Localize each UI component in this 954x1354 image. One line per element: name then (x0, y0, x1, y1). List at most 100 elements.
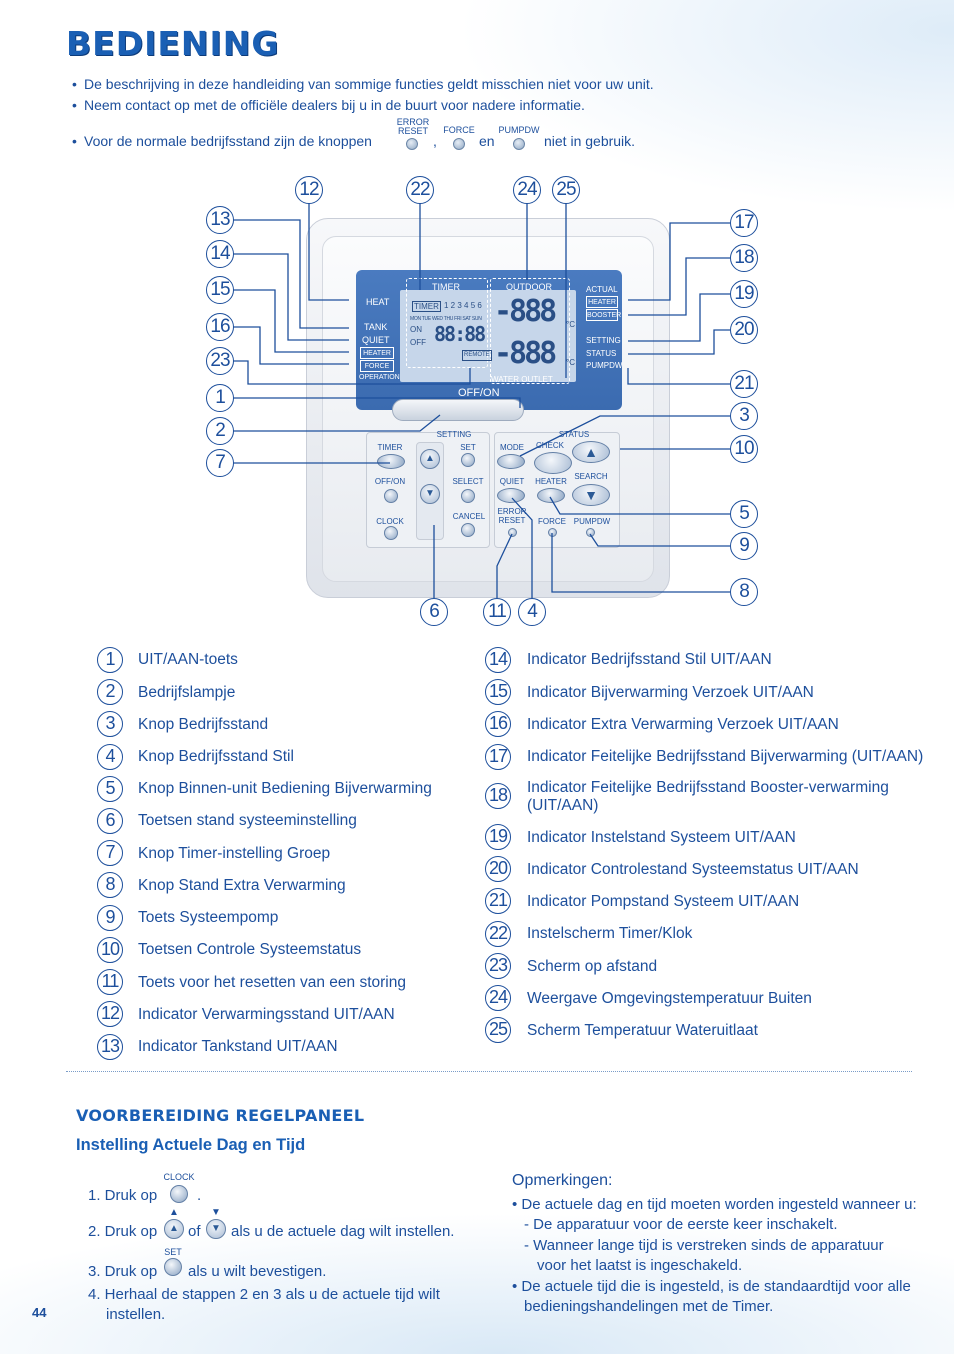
legend-text-13: Indicator Tankstand UIT/AAN (138, 1038, 338, 1055)
mode-key[interactable] (497, 454, 525, 469)
callout-12: 12 (295, 176, 323, 204)
lcd-operation: OPERATION (359, 374, 400, 381)
legend-num-10: 10 (97, 937, 123, 963)
legend-num-1: 1 (97, 647, 123, 673)
callout-10: 10 (730, 435, 758, 463)
error-reset-label: ERROR RESET (396, 117, 430, 136)
key-offon-label: OFF/ON (374, 477, 406, 486)
legend-text-25: Scherm Temperatuur Wateruitlaat (527, 1022, 758, 1039)
lcd-setting: SETTING (586, 336, 621, 345)
legend-num-11: 11 (97, 969, 123, 995)
lcd-unit-1: °C (566, 320, 575, 329)
intro-bullet-2: •Neem contact op met de officiële dealer… (72, 97, 585, 113)
step-2-up-icon: ▲ (164, 1219, 184, 1239)
callout-9: 9 (730, 532, 758, 560)
callout-5: 5 (730, 500, 758, 528)
lcd-water-outlet: WATER OUTLET (491, 375, 553, 384)
lcd-timer: TIMER (432, 282, 460, 292)
key-cancel-label: CANCEL (452, 512, 486, 521)
temperature-area-outline (490, 278, 570, 384)
legend-text-14: Indicator Bedrijfsstand Stil UIT/AAN (527, 651, 772, 668)
step-1-text: 1. Druk op (88, 1187, 158, 1204)
lcd-quiet: QUIET (362, 335, 390, 345)
legend-num-3: 3 (97, 711, 123, 737)
step-2-down-icon: ▼ (206, 1219, 226, 1239)
key-timer-label: TIMER (377, 443, 403, 452)
intro-bullet-3: •Voor de normale bedrijfsstand zijn de k… (72, 133, 372, 149)
timer-key[interactable] (377, 454, 405, 469)
key-clock-label: CLOCK (376, 517, 404, 526)
lcd-off: OFF (410, 338, 426, 347)
legend-num-12: 12 (97, 1001, 123, 1027)
callout-24: 24 (513, 176, 541, 204)
error-reset-button-icon (406, 138, 418, 150)
step-2-down-mark: ▼ (211, 1207, 221, 1218)
lcd-remote-box: REMOTE (462, 350, 492, 361)
lcd-unit-2: °C (566, 358, 575, 367)
callout-14: 14 (206, 240, 234, 268)
offon-key[interactable] (384, 489, 398, 503)
quiet-key[interactable] (497, 488, 525, 503)
callout-19: 19 (730, 280, 758, 308)
legend-num-8: 8 (97, 872, 123, 898)
notes-title: Opmerkingen: (512, 1172, 613, 1189)
legend-num-23: 23 (485, 953, 511, 979)
error-reset-key[interactable] (508, 528, 517, 537)
legend-num-24: 24 (485, 985, 511, 1011)
key-check-label: CHECK (535, 441, 564, 450)
note-2-2: bedieningshandelingen met de Timer. (524, 1298, 774, 1315)
lcd-outdoor: OUTDOOR (506, 282, 552, 292)
legend-num-7: 7 (97, 840, 123, 866)
legend-text-18b: (UIT/AAN) (527, 797, 599, 814)
pumpdw-label: PUMPDW (498, 125, 540, 135)
key-heater-label: HEATER (535, 477, 567, 486)
legend-num-22: 22 (485, 921, 511, 947)
check-key[interactable] (534, 452, 572, 474)
select-key[interactable] (461, 489, 475, 503)
heater-key[interactable] (537, 488, 565, 503)
lcd-timer-nums: 1 2 3 4 5 6 (444, 301, 482, 310)
callout-15: 15 (206, 276, 234, 304)
search-up-key[interactable]: ▲ (572, 441, 610, 463)
legend-num-2: 2 (97, 679, 123, 705)
step-1-clock-icon (170, 1185, 188, 1203)
force-key[interactable] (548, 528, 557, 537)
intro-bullet-3-prefix: Voor de normale bedrijfsstand zijn de kn… (84, 133, 372, 149)
legend-num-25: 25 (485, 1017, 511, 1043)
legend-text-5: Knop Binnen-unit Bediening Bijverwarming (138, 780, 432, 797)
legend-text-8: Knop Stand Extra Verwarming (138, 877, 346, 894)
clock-key[interactable] (384, 526, 398, 540)
callout-25: 25 (552, 176, 580, 204)
legend-text-16: Indicator Extra Verwarming Verzoek UIT/A… (527, 716, 839, 733)
off-on-button[interactable] (392, 399, 524, 421)
intro-bullet-2-text: Neem contact op met de officiële dealers… (84, 97, 585, 113)
legend-num-4: 4 (97, 744, 123, 770)
callout-11: 11 (483, 598, 511, 626)
step-4-text: 4. Herhaal de stappen 2 en 3 als u de ac… (88, 1286, 440, 1303)
down-arrow-key[interactable]: ▼ (420, 484, 440, 504)
callout-18: 18 (730, 244, 758, 272)
lcd-pumpdw: PUMPDW (586, 361, 623, 370)
force-label: FORCE (443, 125, 475, 135)
intro-bullet-1-text: De beschrijving in deze handleiding van … (84, 76, 654, 92)
legend-text-11: Toets voor het resetten van een storing (138, 974, 406, 991)
search-down-key[interactable]: ▼ (572, 484, 610, 506)
key-force-label: FORCE (538, 517, 566, 526)
panel-setting-label: SETTING (436, 430, 472, 439)
legend-text-23: Scherm op afstand (527, 958, 658, 975)
step-3-set-icon (164, 1258, 182, 1276)
section-divider (66, 1071, 912, 1072)
set-key[interactable] (461, 453, 475, 467)
legend-num-21: 21 (485, 888, 511, 914)
callout-8: 8 (730, 578, 758, 606)
up-arrow-key[interactable]: ▲ (420, 449, 440, 469)
pumpdw-key[interactable] (586, 528, 595, 537)
legend-num-15: 15 (485, 679, 511, 705)
step-2-text: 2. Druk op (88, 1223, 158, 1240)
lcd-heat: HEAT (366, 297, 390, 307)
cancel-key[interactable] (461, 523, 475, 537)
intro-suffix: niet in gebruik. (544, 133, 636, 149)
legend-text-3: Knop Bedrijfsstand (138, 716, 269, 733)
legend-num-20: 20 (485, 856, 511, 882)
callout-7: 7 (206, 449, 234, 477)
